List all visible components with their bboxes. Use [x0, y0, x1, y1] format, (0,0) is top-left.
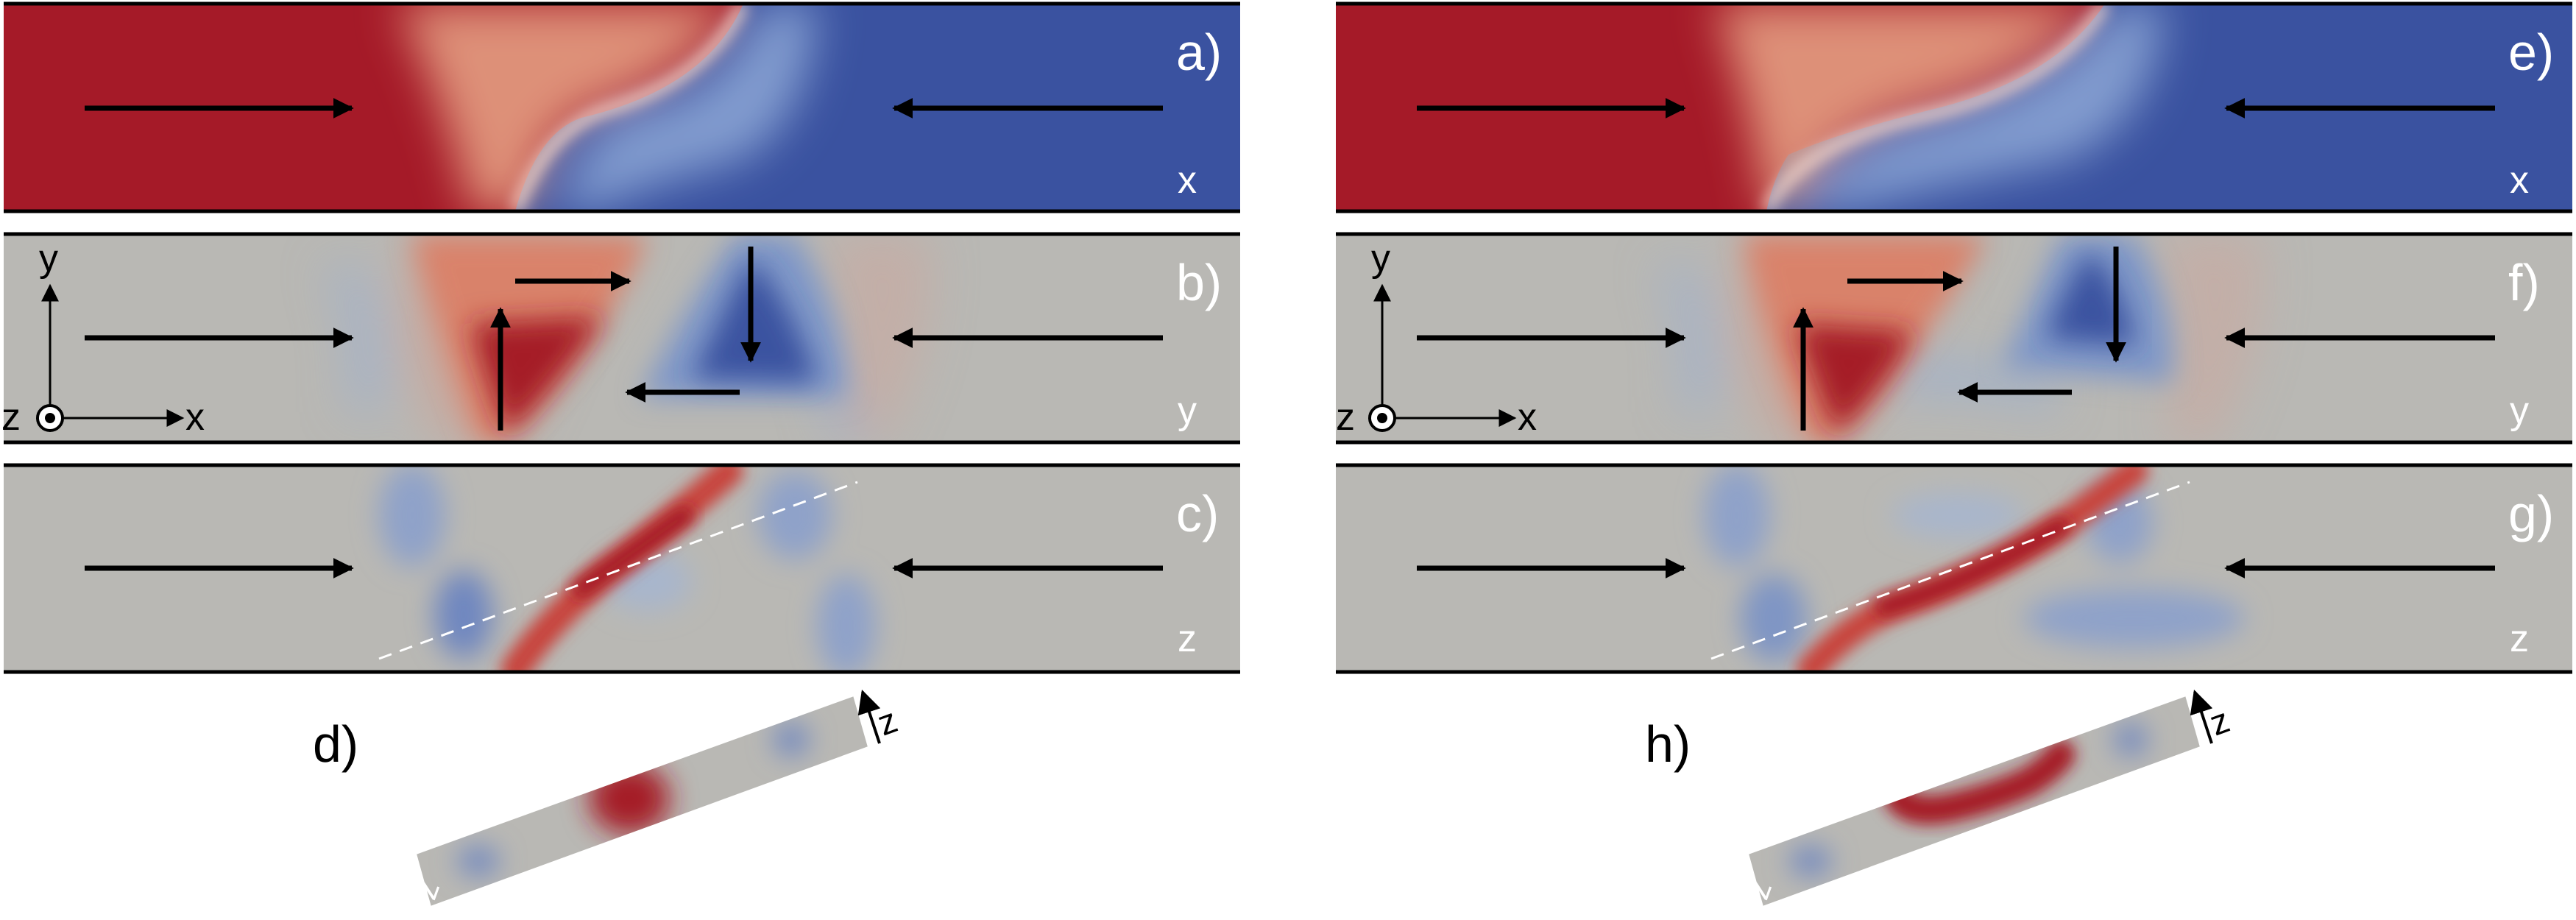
panel-d-strip-outline	[414, 694, 870, 908]
panel-e: e) x	[1336, 1, 2572, 213]
axis-z-label: z	[1, 396, 21, 439]
panel-f-label: f)	[2508, 254, 2540, 311]
panel-b-axes: y x z	[1, 237, 205, 439]
panel-h-label: h)	[1645, 715, 1691, 773]
axis-y-label: y	[39, 237, 58, 280]
panel-e-wall-highlight	[1761, 4, 2109, 211]
panel-f-blue-lobe	[2002, 236, 2173, 383]
panel-c-component-label: z	[1178, 618, 1197, 660]
panel-h-strip-outline	[1747, 694, 2202, 908]
panel-f-component-label: y	[2510, 389, 2529, 432]
panel-a: a) x	[4, 1, 1240, 213]
panel-b-component-label: y	[1178, 389, 1197, 432]
panel-g-blue-blobs	[1704, 465, 2245, 662]
panel-g-label: g)	[2508, 485, 2554, 542]
panel-h-z-arrow	[2190, 689, 2213, 744]
panel-a-wall-highlight	[510, 4, 749, 211]
panel-a-transition-glow	[397, 4, 817, 211]
panel-d-z-arrow	[857, 689, 881, 744]
panel-f-axes: y x z	[1336, 237, 1537, 439]
panel-b-red-lobe	[412, 236, 648, 442]
panel-d: d) z z	[313, 689, 902, 908]
axis-x-label: x	[185, 396, 205, 439]
panel-d-label: d)	[313, 715, 358, 773]
panel-c-label: c)	[1176, 485, 1219, 542]
axis-y-label: y	[1371, 237, 1390, 280]
panel-a-label: a)	[1176, 24, 1222, 81]
panel-h-red-band	[1884, 740, 2076, 825]
axis-z-label: z	[1336, 396, 1355, 439]
panel-h: h) z z	[1645, 689, 2234, 908]
panel-c-cut-line	[378, 481, 858, 660]
panel-g-component-label: z	[2510, 618, 2529, 660]
panel-e-label: e)	[2508, 24, 2554, 81]
panel-b-label: b)	[1176, 254, 1222, 311]
panel-e-component-label: x	[2510, 159, 2529, 202]
panel-c: c) z	[4, 463, 1240, 674]
panel-f: y x z f) y	[1336, 232, 2572, 445]
panel-a-component-label: x	[1178, 159, 1197, 202]
panel-g-cut-line	[1710, 481, 2190, 660]
panel-b-blue-lobe	[640, 236, 846, 397]
panel-b: y x z b) y	[1, 232, 1240, 445]
panel-g: g) z	[1336, 463, 2572, 674]
axis-x-label: x	[1518, 396, 1537, 439]
